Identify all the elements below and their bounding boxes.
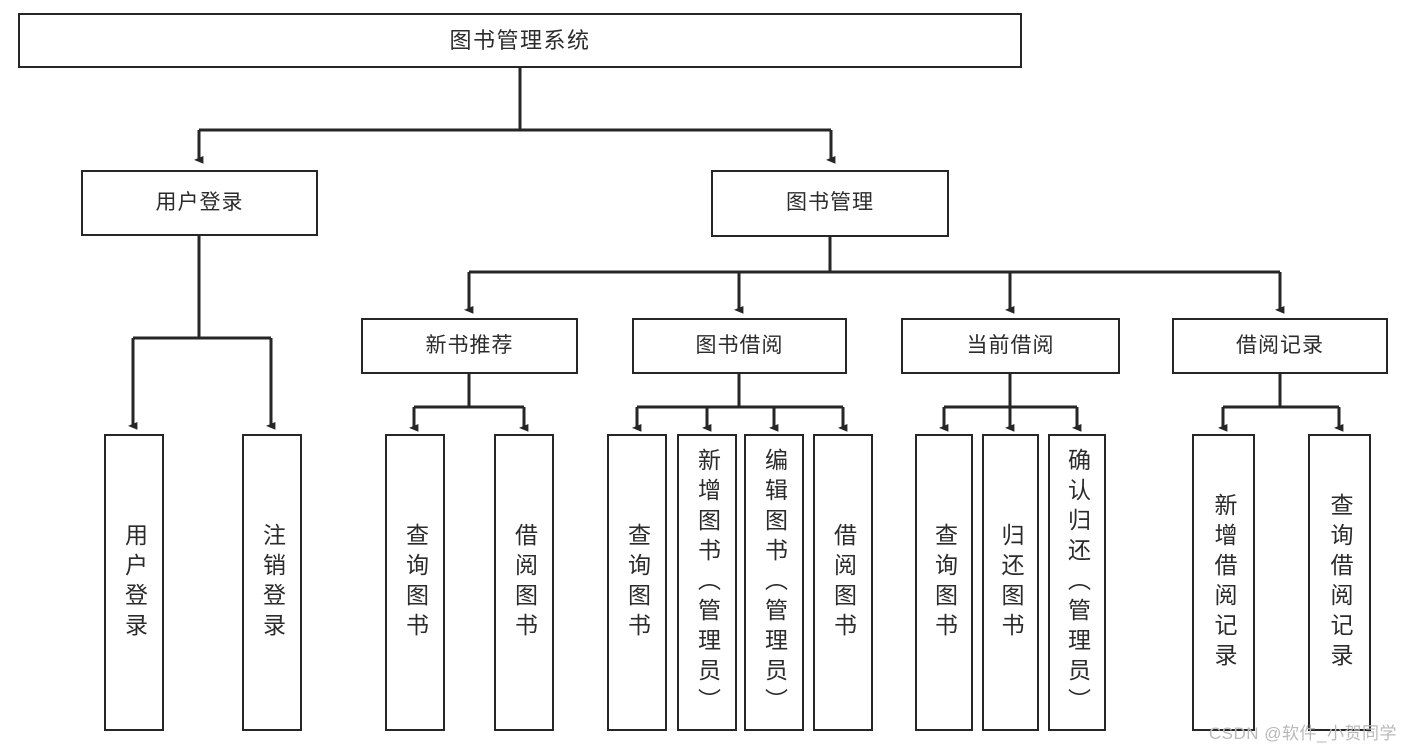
node-label: 查询借阅记录 (1327, 492, 1353, 673)
node-label: 用户登录 (121, 522, 148, 643)
node-label: 新书推荐 (425, 333, 514, 357)
node-label: 注销登录 (259, 522, 286, 643)
leaf-borrow-book[interactable]: 借阅图书 (813, 434, 873, 731)
node-label: 当前借阅 (966, 333, 1055, 357)
node-label: 编辑图书（管理员） (761, 447, 788, 718)
leaf-edit-book[interactable]: 编辑图书（管理员） (744, 434, 804, 731)
leaf-return-book[interactable]: 归还图书 (982, 434, 1039, 731)
leaf-add-book[interactable]: 新增图书（管理员） (677, 434, 737, 731)
node-label: 图书管理系统 (449, 27, 591, 53)
node-new-book-recommend[interactable]: 新书推荐 (361, 318, 578, 374)
node-label: 借阅图书 (830, 522, 857, 643)
leaf-confirm-return[interactable]: 确认归还（管理员） (1048, 434, 1106, 731)
node-borrow-record[interactable]: 借阅记录 (1172, 318, 1388, 374)
node-label: 借阅图书 (511, 522, 538, 643)
node-label: 确认归还（管理员） (1064, 447, 1091, 718)
node-label: 新增借阅记录 (1211, 492, 1237, 673)
node-book-manage[interactable]: 图书管理 (711, 170, 949, 237)
node-root-system[interactable]: 图书管理系统 (18, 13, 1022, 68)
node-current-borrow[interactable]: 当前借阅 (901, 318, 1120, 374)
leaf-query-book-current[interactable]: 查询图书 (915, 434, 973, 731)
leaf-borrow-book-recommend[interactable]: 借阅图书 (494, 434, 554, 731)
node-label: 查询图书 (624, 522, 651, 643)
node-label: 用户登录 (155, 190, 244, 214)
node-book-borrow[interactable]: 图书借阅 (632, 318, 847, 374)
node-label: 查询图书 (931, 522, 958, 643)
node-label: 查询图书 (402, 522, 429, 643)
leaf-add-borrow-record[interactable]: 新增借阅记录 (1192, 434, 1255, 731)
leaf-query-book-recommend[interactable]: 查询图书 (385, 434, 445, 731)
node-label: 新增图书（管理员） (694, 447, 721, 718)
node-label: 归还图书 (998, 522, 1024, 643)
node-label: 借阅记录 (1236, 333, 1324, 357)
leaf-logout[interactable]: 注销登录 (242, 434, 302, 731)
node-label: 图书借阅 (695, 333, 784, 357)
leaf-query-book-borrow[interactable]: 查询图书 (607, 434, 667, 731)
node-label: 图书管理 (786, 191, 874, 215)
node-user-login[interactable]: 用户登录 (81, 170, 318, 236)
leaf-query-borrow-record[interactable]: 查询借阅记录 (1308, 434, 1371, 731)
csdn-watermark: CSDN @软件_小贺同学 (1208, 724, 1397, 743)
leaf-user-login[interactable]: 用户登录 (104, 434, 164, 731)
